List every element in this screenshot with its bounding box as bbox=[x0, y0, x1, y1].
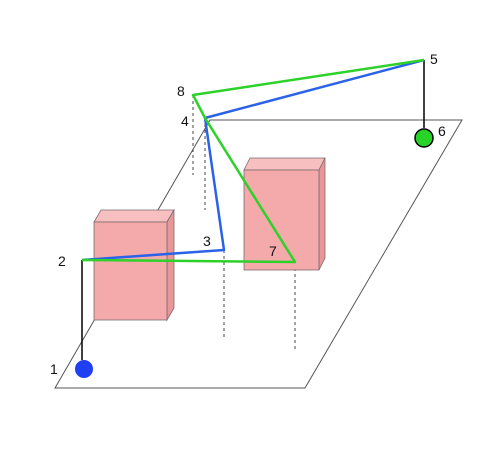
box-right-side bbox=[318, 157, 326, 271]
waypoint-label-3: 3 bbox=[203, 233, 211, 249]
start-marker bbox=[75, 360, 93, 378]
box-right-front bbox=[243, 169, 320, 271]
box-left-side bbox=[166, 208, 175, 322]
waypoint-label-4: 4 bbox=[181, 113, 189, 129]
obstacle-box-left bbox=[93, 208, 175, 322]
waypoint-label-5: 5 bbox=[430, 51, 438, 67]
waypoint-label-2: 2 bbox=[58, 253, 66, 269]
waypoint-label-6: 6 bbox=[438, 123, 446, 139]
box-left-front bbox=[93, 221, 168, 321]
waypoint-label-8: 8 bbox=[177, 83, 185, 99]
blue-path bbox=[81, 58, 425, 262]
ground-plane bbox=[54, 119, 463, 389]
box-right-top bbox=[243, 157, 326, 171]
green-path bbox=[81, 58, 425, 264]
box-left-top bbox=[93, 209, 175, 223]
waypoint-label-7: 7 bbox=[269, 243, 277, 259]
waypoint-label-1: 1 bbox=[50, 361, 58, 377]
goal-marker bbox=[414, 128, 434, 148]
drop-lines bbox=[192, 95, 296, 350]
obstacle-box-right bbox=[243, 157, 326, 271]
